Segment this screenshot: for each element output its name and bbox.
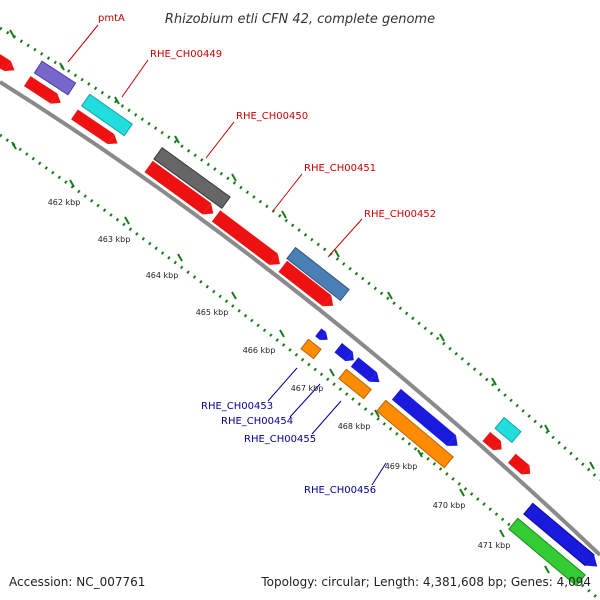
tick-label-463: 463 kbp — [98, 235, 131, 244]
gene-cyan-small[interactable] — [494, 416, 522, 444]
label-rhe-ch00453: RHE_CH00453 — [201, 401, 273, 412]
label-rhe-ch00454: RHE_CH00454 — [221, 416, 293, 427]
gene-red-2[interactable] — [23, 76, 64, 108]
map-title: Rhizobium etli CFN 42, complete genome — [165, 12, 435, 27]
gene-red-8[interactable] — [507, 453, 534, 479]
gene-blue-long[interactable] — [391, 388, 462, 451]
gene-red-3[interactable] — [71, 109, 121, 148]
gene-rhe-ch00452[interactable] — [286, 246, 350, 302]
leader-pmtA — [67, 24, 99, 63]
gene-red-5[interactable] — [211, 210, 284, 269]
leader-rhe-ch00450 — [205, 121, 235, 159]
tick-label-471: 471 kbp — [478, 541, 511, 550]
gene-blue-short[interactable] — [334, 343, 357, 365]
label-rhe-ch00451: RHE_CH00451 — [304, 163, 376, 174]
genome-backbone — [0, 80, 600, 557]
gene-rhe-ch00454[interactable] — [338, 368, 372, 400]
gene-rhe-ch00453[interactable] — [300, 338, 322, 360]
accession-text: Accession: NC_007761 — [9, 575, 145, 589]
label-pmtA: pmtA — [98, 13, 125, 24]
tick-label-464: 464 kbp — [146, 271, 179, 280]
leader-rhe-ch00453 — [267, 367, 298, 402]
label-rhe-ch00452: RHE_CH00452 — [364, 209, 436, 220]
label-rhe-ch00450: RHE_CH00450 — [236, 111, 308, 122]
gene-rhe-ch00449[interactable] — [80, 93, 134, 137]
gene-red-4[interactable] — [144, 160, 218, 219]
gene-green-large[interactable] — [508, 517, 586, 587]
leader-rhe-ch00454 — [289, 383, 321, 418]
outer-major-ticks — [9, 29, 595, 470]
gene-rhe-ch00456[interactable] — [376, 399, 454, 469]
gene-pmtA[interactable] — [33, 60, 77, 96]
gene-red-1[interactable] — [0, 52, 18, 75]
gene-red-7[interactable] — [482, 431, 505, 454]
leader-rhe-ch00455 — [311, 400, 342, 435]
tick-label-469: 469 kbp — [385, 462, 418, 471]
tick-label-465: 465 kbp — [196, 308, 229, 317]
leader-rhe-ch00452 — [327, 218, 363, 258]
tick-label-462: 462 kbp — [48, 198, 81, 207]
leader-rhe-ch00451 — [272, 173, 303, 212]
label-rhe-ch00455: RHE_CH00455 — [244, 434, 316, 445]
tick-label-468: 468 kbp — [338, 422, 371, 431]
tick-label-467: 467 kbp — [291, 384, 324, 393]
inner-major-ticks — [11, 141, 550, 574]
gene-blue-tiny[interactable] — [315, 328, 331, 343]
genome-summary-text: Topology: circular; Length: 4,381,608 bp… — [260, 575, 591, 589]
leader-rhe-ch00449 — [121, 59, 149, 98]
gene-blue-medium[interactable] — [350, 357, 383, 386]
gene-blue-large[interactable] — [523, 502, 600, 572]
gene-rhe-ch00450[interactable] — [153, 146, 231, 210]
tick-label-466: 466 kbp — [243, 346, 276, 355]
label-rhe-ch00449: RHE_CH00449 — [150, 49, 222, 60]
gene-red-6[interactable] — [278, 260, 337, 311]
tick-label-470: 470 kbp — [433, 501, 466, 510]
leader-rhe-ch00456 — [371, 462, 387, 486]
label-rhe-ch00456: RHE_CH00456 — [304, 485, 376, 496]
